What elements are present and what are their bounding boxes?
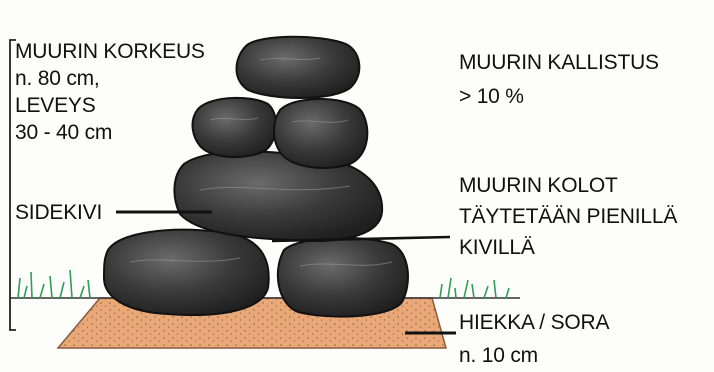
grass-right	[440, 278, 509, 298]
wall-gaps-label: MUURIN KOLOT TÄYTETÄÄN PIENILLÄ KIVILLÄ	[459, 170, 677, 263]
stone-upper-right	[274, 99, 367, 168]
base-line-1: HIEKKA / SORA	[459, 306, 609, 339]
binder-stone	[174, 152, 382, 241]
stone-upper-left	[193, 98, 277, 157]
base-line-2: n. 10 cm	[459, 339, 609, 372]
base-label: HIEKKA / SORA n. 10 cm	[459, 306, 609, 372]
stone-bottom-right	[278, 238, 408, 317]
wall-height-line-2: n. 80 cm,	[15, 65, 205, 92]
wall-height-label: MUURIN KORKEUS n. 80 cm, LEVEYS 30 - 40 …	[15, 38, 205, 146]
stone-bottom-left	[104, 230, 269, 315]
wall-height-line-4: 30 - 40 cm	[15, 119, 205, 146]
wall-height-line-3: LEVEYS	[15, 92, 205, 119]
wall-gaps-line-3: KIVILLÄ	[459, 232, 677, 263]
wall-slope-label: MUURIN KALLISTUS > 10 %	[459, 46, 659, 114]
wall-slope-line-2: > 10 %	[459, 80, 659, 114]
grass-left	[18, 270, 90, 298]
wall-diagram: MUURIN KORKEUS n. 80 cm, LEVEYS 30 - 40 …	[0, 0, 714, 363]
wall-height-line-1: MUURIN KORKEUS	[15, 38, 205, 65]
wall-gaps-line-1: MUURIN KOLOT	[459, 170, 677, 201]
wall-slope-line-1: MUURIN KALLISTUS	[459, 46, 659, 80]
binder-stone-label: SIDEKIVI	[15, 200, 102, 226]
stone-top	[237, 37, 360, 98]
wall-gaps-line-2: TÄYTETÄÄN PIENILLÄ	[459, 201, 677, 232]
